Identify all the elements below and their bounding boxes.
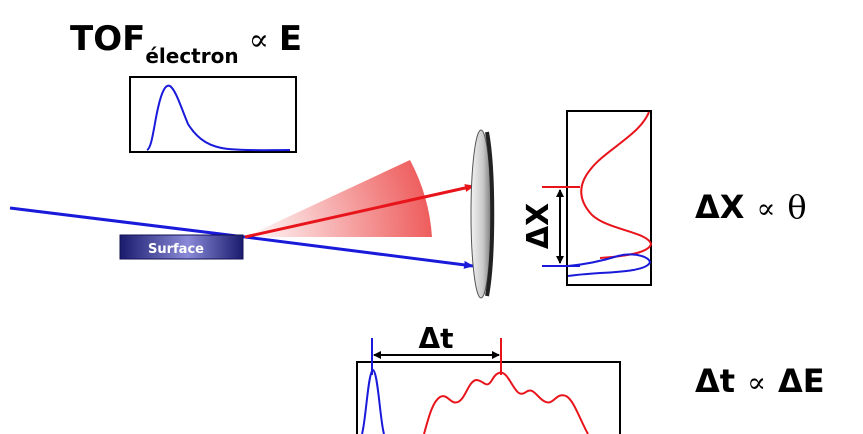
direct-beam — [244, 235, 474, 269]
time-curve-blue — [361, 368, 385, 434]
position-distribution-panel: ΔX — [521, 110, 653, 286]
time-spectrum-panel — [356, 338, 621, 434]
surface-sample: Surface — [119, 234, 244, 260]
dt-label: Δt — [418, 322, 453, 355]
dt-relation: Δt∝ΔE — [695, 362, 825, 400]
position-curve-red — [580, 111, 653, 259]
tof-curve — [146, 84, 291, 152]
tof-inset-plot — [129, 76, 297, 153]
incident-beam — [9, 206, 246, 239]
tof-title: TOFélectron∝E — [70, 19, 302, 68]
tof-inset-frame — [129, 76, 297, 153]
position-curve-blue — [567, 253, 652, 277]
scattered-beam — [244, 184, 475, 239]
scattering-cone — [245, 160, 432, 237]
time-curve-red — [423, 371, 589, 434]
dt-marker: Δt — [373, 322, 500, 359]
surface-label: Surface — [148, 242, 204, 257]
detector-disc — [470, 129, 495, 299]
dx-relation: ΔX∝θ — [695, 188, 807, 226]
time-panel-frame — [356, 361, 621, 434]
dx-label: ΔX — [521, 203, 556, 249]
